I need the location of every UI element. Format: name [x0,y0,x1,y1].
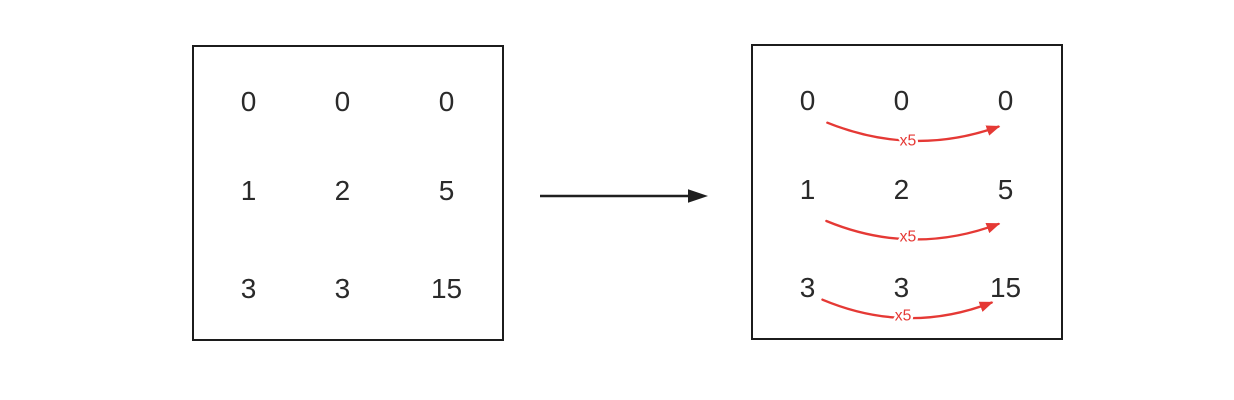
curved-arrow-icon [826,121,1001,143]
grid-cell: 3 [799,271,816,303]
grid-cell: 3 [240,272,257,304]
multiply-label: x5 [900,229,917,246]
grid-cell: 3 [893,271,910,303]
grid-cell: 0 [438,86,455,118]
grid-cell: 0 [997,85,1014,117]
grid-cell: 15 [989,271,1022,303]
curved-arrow-icon [825,219,1001,241]
grid-cell: 15 [430,272,463,304]
straight-arrow-icon [540,189,708,203]
output-grid-box: 0 0 0 1 2 5 3 3 15 x5 x5 x5 [751,44,1063,340]
multiply-label: x5 [900,132,917,149]
grid-cell: 0 [240,86,257,118]
grid-cell: 5 [438,175,455,207]
input-grid-box: 0 0 0 1 2 5 3 3 15 [192,45,504,341]
grid-cell: 2 [893,174,910,206]
grid-cell: 2 [334,175,351,207]
grid-cell: 1 [240,175,257,207]
grid-cell: 0 [334,86,351,118]
grid-cell: 3 [334,272,351,304]
grid-cell: 0 [799,85,816,117]
grid-cell: 1 [799,174,816,206]
grid-cell: 0 [893,85,910,117]
multiply-label: x5 [895,307,912,324]
grid-cell: 5 [997,174,1014,206]
